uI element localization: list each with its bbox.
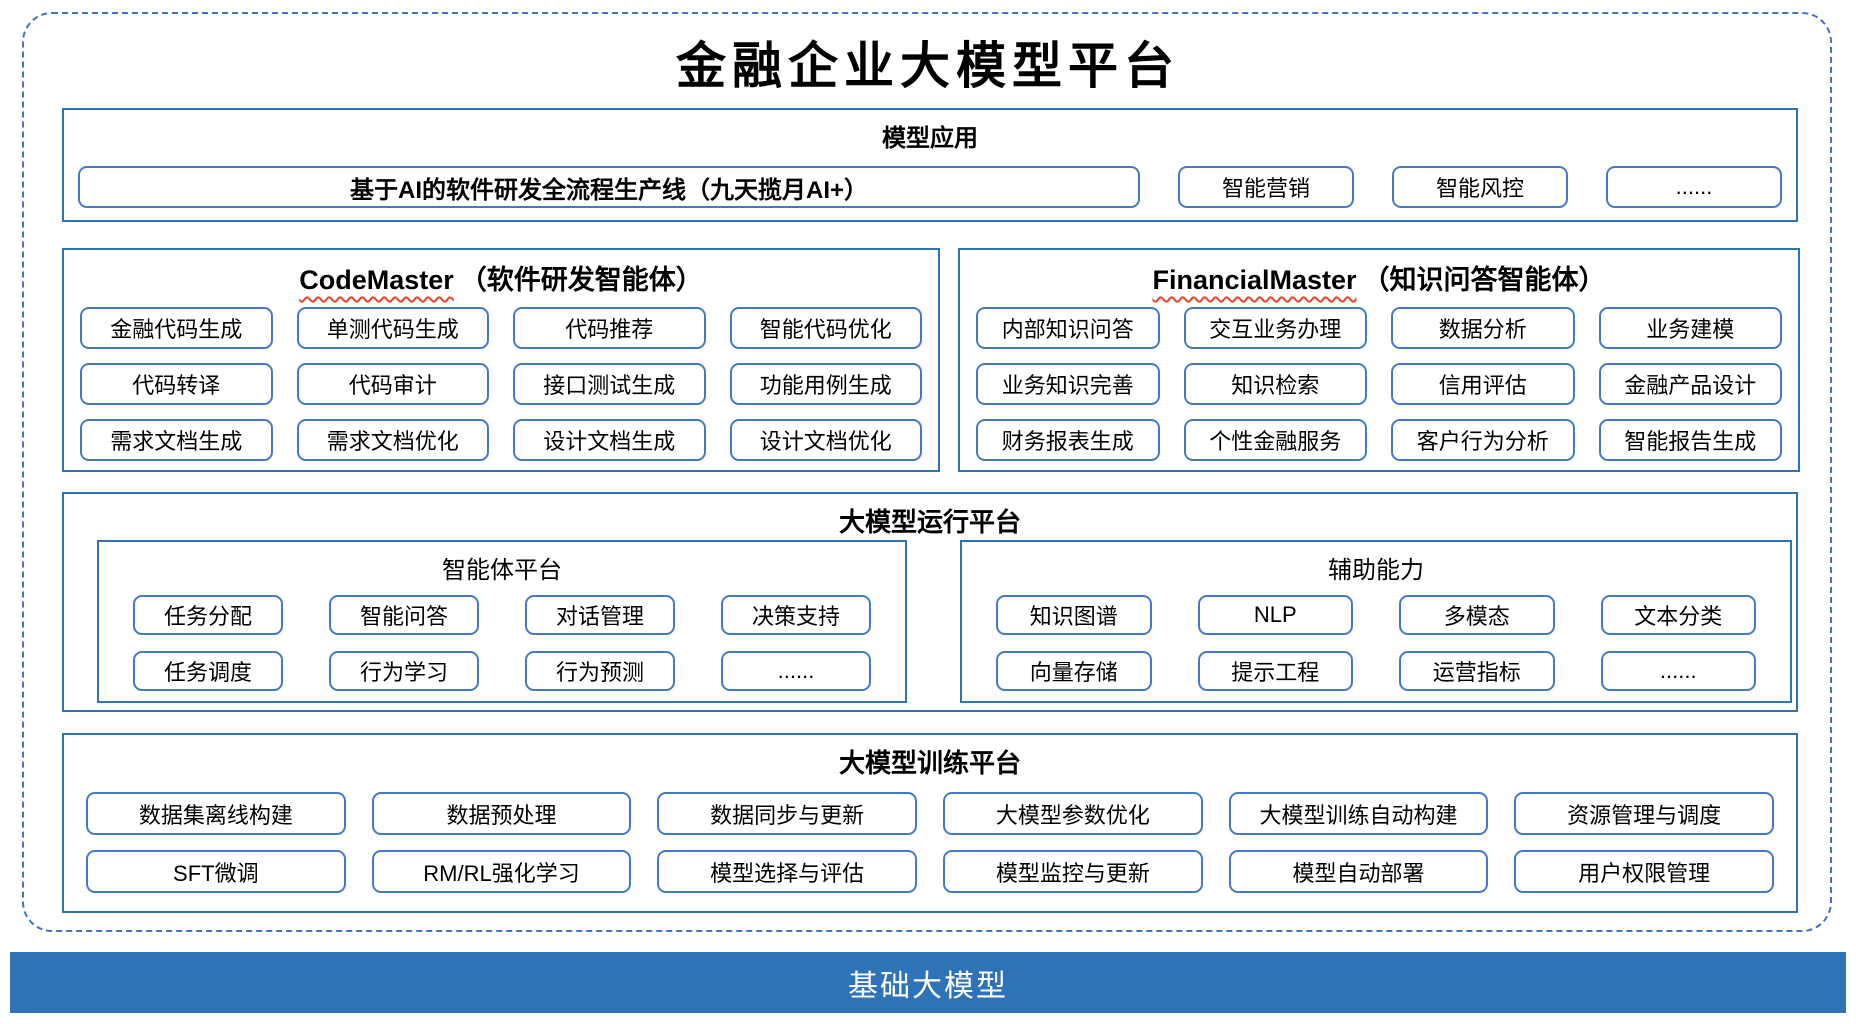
agent-platform-capability: 智能问答 xyxy=(329,595,479,635)
training-capability: 数据集离线构建 xyxy=(86,792,346,835)
codemaster-subtitle: （软件研发智能体） xyxy=(459,265,703,295)
training-capability: 大模型训练自动构建 xyxy=(1228,792,1489,835)
application-item: 智能营销 xyxy=(1178,166,1354,208)
financialmaster-capability: 客户行为分析 xyxy=(1391,419,1575,461)
training-capability: 模型自动部署 xyxy=(1228,850,1489,893)
codemaster-capability: 需求文档生成 xyxy=(80,419,273,461)
training-capability: RM/RL强化学习 xyxy=(371,850,632,893)
codemaster-capability: 代码审计 xyxy=(296,363,489,405)
aux-capability-header: 辅助能力 xyxy=(1328,557,1424,584)
agent-platform-capability: 行为预测 xyxy=(525,651,675,691)
codemaster-capability: 设计文档生成 xyxy=(513,419,706,461)
training-platform-items: 数据集离线构建数据预处理数据同步与更新大模型参数优化大模型训练自动构建资源管理与… xyxy=(86,792,1774,893)
financialmaster-capability: 个性金融服务 xyxy=(1183,419,1367,461)
aux-capability-item: ...... xyxy=(1600,651,1756,691)
financialmaster-capability: 智能报告生成 xyxy=(1598,419,1782,461)
agent-platform-capability: 对话管理 xyxy=(525,595,675,635)
agent-platform-capability: 任务调度 xyxy=(133,651,283,691)
financialmaster-capability: 内部知识问答 xyxy=(976,307,1160,349)
financialmaster-capability: 数据分析 xyxy=(1391,307,1575,349)
aux-capability-box: 辅助能力 知识图谱 NLP 多模态 文本分类向量存储 提示工程 运营指标...... xyxy=(960,540,1792,703)
aux-capability-item: 提示工程 xyxy=(1197,651,1353,691)
financialmaster-header: FinancialMaster（知识问答智能体） xyxy=(960,250,1798,297)
training-platform-header: 大模型训练平台 xyxy=(838,748,1021,778)
agent-platform-items: 任务分配 智能问答 对话管理 决策支持任务调度 行为学习 行为预测...... xyxy=(133,595,871,691)
training-capability: 大模型参数优化 xyxy=(942,792,1203,835)
agent-platform-capability: 决策支持 xyxy=(721,595,871,635)
agent-platform-header: 智能体平台 xyxy=(442,557,562,584)
codemaster-capability: 智能代码优化 xyxy=(729,307,922,349)
foundation-model-bar: 基础大模型 xyxy=(10,952,1846,1013)
section-financialmaster: FinancialMaster（知识问答智能体） 内部知识问答交互业务办理数据分… xyxy=(958,248,1800,472)
pipeline-item: 基于AI的软件研发全流程生产线（九天揽月AI+） xyxy=(78,166,1140,208)
training-capability: SFT微调 xyxy=(86,850,346,893)
financialmaster-capability: 财务报表生成 xyxy=(976,419,1160,461)
codemaster-capability: 金融代码生成 xyxy=(80,307,273,349)
financialmaster-capability: 业务建模 xyxy=(1598,307,1782,349)
section-codemaster: CodeMaster（软件研发智能体） 金融代码生成单测代码生成代码推荐智能代码… xyxy=(62,248,940,472)
aux-capability-item: NLP xyxy=(1197,595,1353,635)
model-application-row: 基于AI的软件研发全流程生产线（九天揽月AI+） 智能营销智能风控...... xyxy=(78,166,1782,208)
platform-dashed-boundary xyxy=(22,12,1832,932)
codemaster-capability: 功能用例生成 xyxy=(729,363,922,405)
agent-platform-capability: 任务分配 xyxy=(133,595,283,635)
financialmaster-capability: 业务知识完善 xyxy=(976,363,1160,405)
aux-capability-item: 运营指标 xyxy=(1399,651,1555,691)
application-item: 智能风控 xyxy=(1392,166,1568,208)
codemaster-capability: 代码推荐 xyxy=(513,307,706,349)
codemaster-header: CodeMaster（软件研发智能体） xyxy=(64,250,938,297)
codemaster-name: CodeMaster xyxy=(299,265,454,295)
codemaster-capability: 需求文档优化 xyxy=(296,419,489,461)
agent-platform-box: 智能体平台 任务分配 智能问答 对话管理 决策支持任务调度 行为学习 行为预测...... xyxy=(97,540,907,703)
agent-platform-capability: ...... xyxy=(721,651,871,691)
application-item: ...... xyxy=(1606,166,1782,208)
training-capability: 模型监控与更新 xyxy=(942,850,1203,893)
training-capability: 模型选择与评估 xyxy=(657,850,917,893)
section-training-platform: 大模型训练平台 数据集离线构建数据预处理数据同步与更新大模型参数优化大模型训练自… xyxy=(62,733,1798,913)
training-capability: 用户权限管理 xyxy=(1514,850,1774,893)
aux-capability-item: 多模态 xyxy=(1399,595,1555,635)
codemaster-capabilities: 金融代码生成单测代码生成代码推荐智能代码优化代码转译代码审计接口测试生成功能用例… xyxy=(80,307,922,461)
financialmaster-capability: 金融产品设计 xyxy=(1598,363,1782,405)
aux-capability-item: 向量存储 xyxy=(996,651,1152,691)
financialmaster-capability: 交互业务办理 xyxy=(1183,307,1367,349)
financialmaster-name: FinancialMaster xyxy=(1152,265,1357,295)
financialmaster-capability: 信用评估 xyxy=(1391,363,1575,405)
training-capability: 数据预处理 xyxy=(371,792,632,835)
training-capability: 数据同步与更新 xyxy=(657,792,917,835)
aux-capability-items: 知识图谱 NLP 多模态 文本分类向量存储 提示工程 运营指标...... xyxy=(996,595,1756,691)
runtime-platform-header: 大模型运行平台 xyxy=(838,507,1021,537)
financialmaster-subtitle: （知识问答智能体） xyxy=(1362,265,1606,295)
agent-platform-capability: 行为学习 xyxy=(329,651,479,691)
financialmaster-capability: 知识检索 xyxy=(1183,363,1367,405)
model-application-header: 模型应用 xyxy=(882,125,978,152)
codemaster-capability: 设计文档优化 xyxy=(729,419,922,461)
codemaster-capability: 代码转译 xyxy=(80,363,273,405)
section-model-application: 模型应用 基于AI的软件研发全流程生产线（九天揽月AI+） 智能营销智能风控..… xyxy=(62,108,1798,222)
aux-capability-item: 文本分类 xyxy=(1600,595,1756,635)
aux-capability-item: 知识图谱 xyxy=(996,595,1152,635)
training-capability: 资源管理与调度 xyxy=(1514,792,1774,835)
diagram-title: 金融企业大模型平台 xyxy=(676,36,1180,95)
section-runtime-platform: 大模型运行平台 智能体平台 任务分配 智能问答 对话管理 决策支持任务调度 行为学习 行为… xyxy=(62,492,1798,712)
financialmaster-capabilities: 内部知识问答交互业务办理数据分析业务建模业务知识完善知识检索信用评估金融产品设计… xyxy=(976,307,1782,461)
codemaster-capability: 接口测试生成 xyxy=(513,363,706,405)
codemaster-capability: 单测代码生成 xyxy=(296,307,489,349)
foundation-model-label: 基础大模型 xyxy=(848,969,1008,1003)
